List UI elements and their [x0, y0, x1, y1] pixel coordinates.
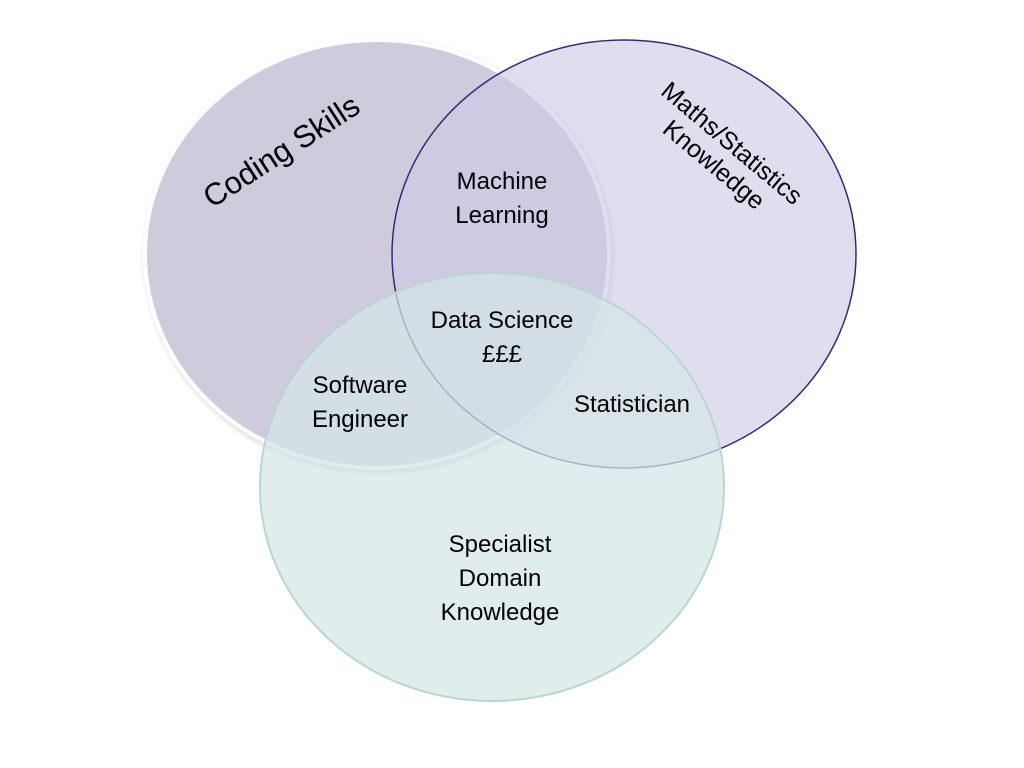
machine-learning-label-line2: Learning — [455, 202, 548, 229]
specialist-domain-label-line1: Specialist — [449, 531, 552, 558]
specialist-domain-label-line2: Domain — [459, 565, 542, 592]
data-science-label-line2: £££ — [482, 341, 522, 368]
software-engineer-label-line2: Engineer — [312, 406, 408, 433]
data-science-label-line1: Data Science — [431, 307, 574, 334]
specialist-domain-circle — [259, 272, 725, 702]
software-engineer-label-line1: Software — [313, 372, 408, 399]
software-engineer-label: Software Engineer — [312, 372, 408, 433]
machine-learning-label-line1: Machine — [457, 168, 548, 195]
specialist-domain-label: Specialist Domain Knowledge — [441, 531, 560, 626]
specialist-domain-label-line3: Knowledge — [441, 599, 560, 626]
data-science-label: Data Science £££ — [431, 307, 574, 368]
statistician-label: Statistician — [574, 391, 690, 418]
machine-learning-label: Machine Learning — [455, 168, 548, 229]
